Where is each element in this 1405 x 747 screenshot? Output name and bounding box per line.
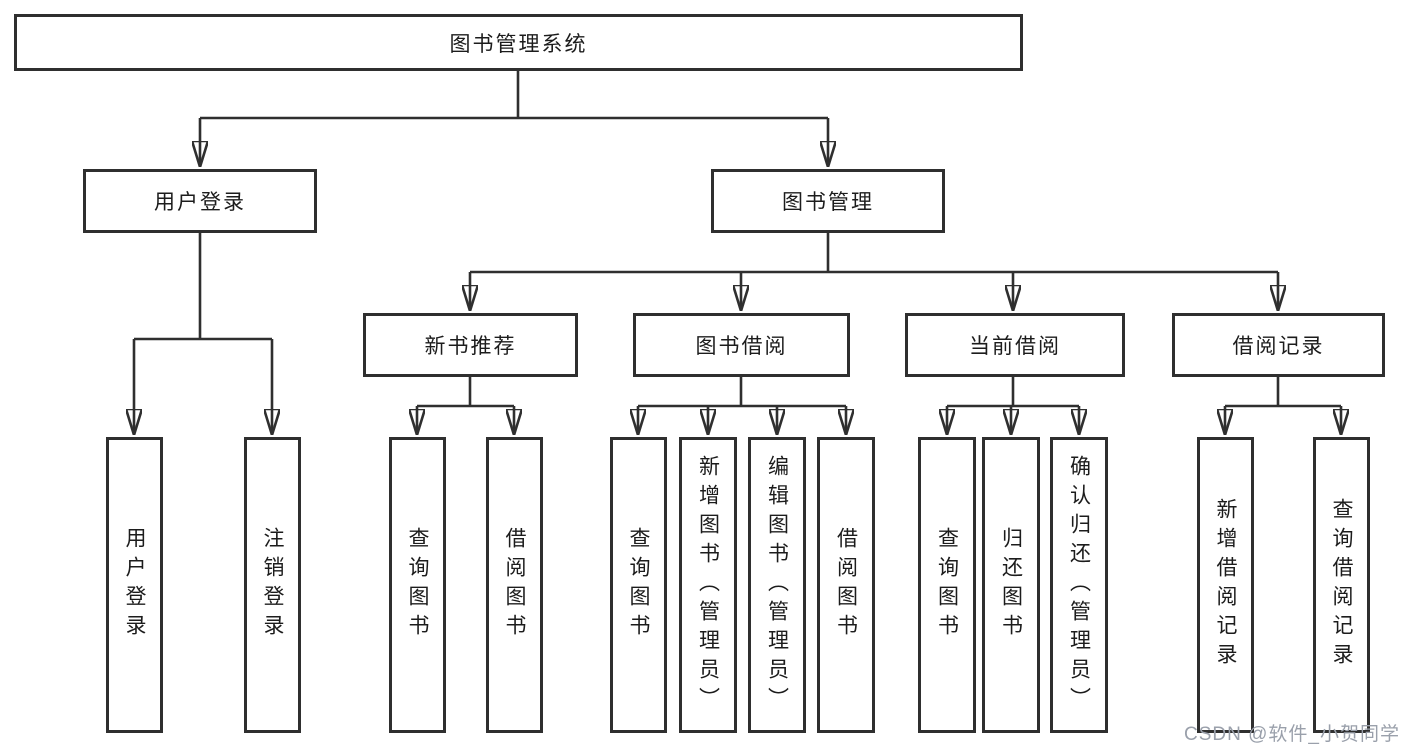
leaf-query-books-borrowing: 查询图书	[610, 437, 667, 733]
node-label: 注销登录	[261, 527, 284, 643]
node-label: 当前借阅	[969, 335, 1061, 358]
node-label: 借阅记录	[1232, 335, 1325, 358]
node-label: 用户登录	[123, 527, 146, 643]
node-label: 新增图书（管理员）	[696, 454, 720, 716]
connector-book-management-to-level3	[470, 233, 1278, 310]
node-label: 查询图书	[406, 527, 429, 643]
leaf-borrow-books-borrowing: 借阅图书	[817, 437, 875, 733]
leaf-add-borrow-record: 新增借阅记录	[1197, 437, 1254, 733]
node-label: 新增借阅记录	[1214, 498, 1237, 672]
node-label: 用户登录	[154, 191, 246, 214]
leaf-user-login: 用户登录	[106, 437, 163, 733]
node-label: 借阅图书	[834, 527, 858, 643]
leaf-borrow-books-recommend: 借阅图书	[486, 437, 543, 733]
node-label: 查询借阅记录	[1330, 498, 1353, 672]
node-label: 图书借阅	[695, 335, 788, 358]
csdn-watermark: CSDN @软件_小贺同学	[1184, 724, 1400, 745]
node-borrowing-records: 借阅记录	[1172, 313, 1385, 377]
leaf-return-book: 归还图书	[982, 437, 1040, 733]
connector-borrowing-records-children	[1225, 377, 1341, 434]
leaf-query-books-recommend: 查询图书	[389, 437, 446, 733]
node-book-borrowing: 图书借阅	[633, 313, 850, 377]
connector-current-borrowing-children	[947, 377, 1079, 434]
node-label: 确认归还（管理员）	[1067, 454, 1091, 716]
connector-user-login-children	[134, 233, 272, 434]
node-user-login-branch: 用户登录	[83, 169, 317, 233]
node-label: 图书管理系统	[449, 32, 588, 56]
node-label: 借阅图书	[503, 527, 526, 643]
node-label: 图书管理	[782, 191, 874, 214]
node-book-management: 图书管理	[711, 169, 945, 233]
leaf-logout: 注销登录	[244, 437, 301, 733]
node-label: 编辑图书（管理员）	[765, 454, 789, 716]
connector-root-to-level2	[200, 71, 828, 166]
node-label: 新书推荐	[424, 335, 517, 358]
node-label: 归还图书	[999, 527, 1023, 643]
node-new-book-recommendation: 新书推荐	[363, 313, 578, 377]
leaf-add-book-admin: 新增图书（管理员）	[679, 437, 737, 733]
leaf-edit-book-admin: 编辑图书（管理员）	[748, 437, 806, 733]
connector-book-borrowing-children	[638, 377, 846, 434]
node-label: 查询图书	[935, 527, 959, 643]
node-library-management-system: 图书管理系统	[14, 14, 1023, 71]
node-current-borrowing: 当前借阅	[905, 313, 1125, 377]
leaf-query-borrow-record: 查询借阅记录	[1313, 437, 1370, 733]
leaf-confirm-return-admin: 确认归还（管理员）	[1050, 437, 1108, 733]
node-label: 查询图书	[627, 527, 650, 643]
connector-new-book-children	[417, 377, 514, 434]
leaf-query-books-current: 查询图书	[918, 437, 976, 733]
